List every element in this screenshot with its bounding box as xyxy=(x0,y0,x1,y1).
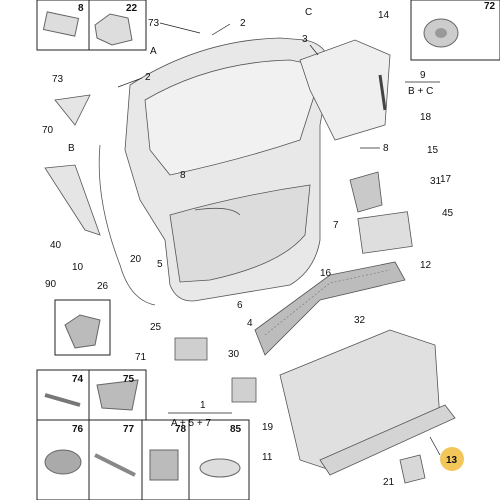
part-22-label: 22 xyxy=(126,3,138,14)
glass-panel-right[interactable] xyxy=(299,39,391,141)
tailgate-lower-panel xyxy=(169,184,311,283)
callout-10: 10 xyxy=(72,262,84,273)
callout-8-right: 8 xyxy=(383,143,389,154)
cell-76-label: 76 xyxy=(72,424,84,435)
callout-4: 4 xyxy=(247,318,253,329)
callout-C: C xyxy=(305,7,312,18)
screw-74-icon xyxy=(44,393,81,407)
callout-12: 12 xyxy=(420,260,432,271)
callout-17: 17 xyxy=(440,174,452,185)
plate-45[interactable] xyxy=(357,211,413,254)
callout-13-highlight[interactable]: 13 xyxy=(429,436,464,471)
callout-26: 26 xyxy=(97,281,109,292)
part-8-box[interactable]: 8 xyxy=(36,0,90,51)
part-22-box[interactable]: 22 xyxy=(88,0,147,51)
callout-40: 40 xyxy=(50,240,62,251)
sill-strip-13[interactable] xyxy=(319,404,456,476)
callout-3: 3 xyxy=(302,34,308,45)
callout-70: 70 xyxy=(42,125,54,136)
callout-71: 71 xyxy=(135,352,147,363)
callout-32: 32 xyxy=(354,315,366,326)
callout-9: 9 xyxy=(420,70,426,81)
callout-45: 45 xyxy=(442,208,454,219)
grommet-76-icon xyxy=(44,449,82,475)
callout-A: A xyxy=(150,46,157,57)
callout-73-left: 73 xyxy=(52,74,64,85)
bracket-19[interactable] xyxy=(231,377,257,403)
callout-21: 21 xyxy=(383,477,395,488)
callout-30: 30 xyxy=(228,349,240,360)
cable-clip-icon xyxy=(94,13,133,46)
trim-grille-12[interactable] xyxy=(254,261,406,356)
callout-16: 16 xyxy=(320,268,332,279)
gas-strut-18[interactable] xyxy=(378,74,387,111)
lock-31[interactable] xyxy=(349,171,383,213)
formula-9: B + C xyxy=(408,86,433,97)
callout-15: 15 xyxy=(427,145,439,156)
callouts: 73 2 C 14 3 A 73 2 9 B + C 18 70 B 8 8 1… xyxy=(42,7,454,488)
callout-20: 20 xyxy=(130,254,142,265)
callout-73-top: 73 xyxy=(148,18,160,29)
callout-31: 31 xyxy=(430,176,442,187)
callout-14: 14 xyxy=(378,10,390,21)
spacer-block-icon xyxy=(42,11,80,37)
cell-77-label: 77 xyxy=(123,424,135,435)
callout-25: 25 xyxy=(150,322,162,333)
part-72-label: 72 xyxy=(484,1,496,12)
callout-19: 19 xyxy=(262,422,274,433)
motor-30[interactable] xyxy=(174,337,208,361)
side-trim-40[interactable] xyxy=(44,164,101,236)
fastener-grid: 74 75 76 77 78 85 xyxy=(36,369,250,500)
callout-18: 18 xyxy=(420,112,432,123)
cell-75-label: 75 xyxy=(123,374,135,385)
callout-6: 6 xyxy=(237,300,243,311)
cell-78-label: 78 xyxy=(175,424,187,435)
part-72-box[interactable]: 72 xyxy=(410,0,500,61)
callout-90: 90 xyxy=(45,279,57,290)
formula-1: A + 5 + 7 xyxy=(171,418,211,429)
part-90-box[interactable] xyxy=(54,299,111,356)
tailgate-body[interactable] xyxy=(124,37,331,302)
side-trim-70[interactable] xyxy=(54,94,91,126)
callout-1: 1 xyxy=(200,400,206,411)
part-21[interactable] xyxy=(399,454,426,484)
callout-2-left: 2 xyxy=(145,72,151,83)
callout-13: 13 xyxy=(446,455,458,466)
callout-7: 7 xyxy=(333,220,339,231)
callout-11: 11 xyxy=(262,452,273,463)
callout-2-top: 2 xyxy=(240,18,246,29)
nut-78-icon xyxy=(149,449,179,481)
part-8-label: 8 xyxy=(78,3,84,14)
callout-B: B xyxy=(68,143,75,154)
weatherstrip-seal-10[interactable] xyxy=(98,144,156,306)
plug-85-icon xyxy=(199,458,241,478)
clip-75-icon xyxy=(96,379,139,411)
cell-74-label: 74 xyxy=(72,374,84,385)
cell-85-label: 85 xyxy=(230,424,242,435)
screw-77-icon xyxy=(94,453,136,477)
callout-5: 5 xyxy=(157,259,163,270)
callout-8-mid: 8 xyxy=(180,170,186,181)
